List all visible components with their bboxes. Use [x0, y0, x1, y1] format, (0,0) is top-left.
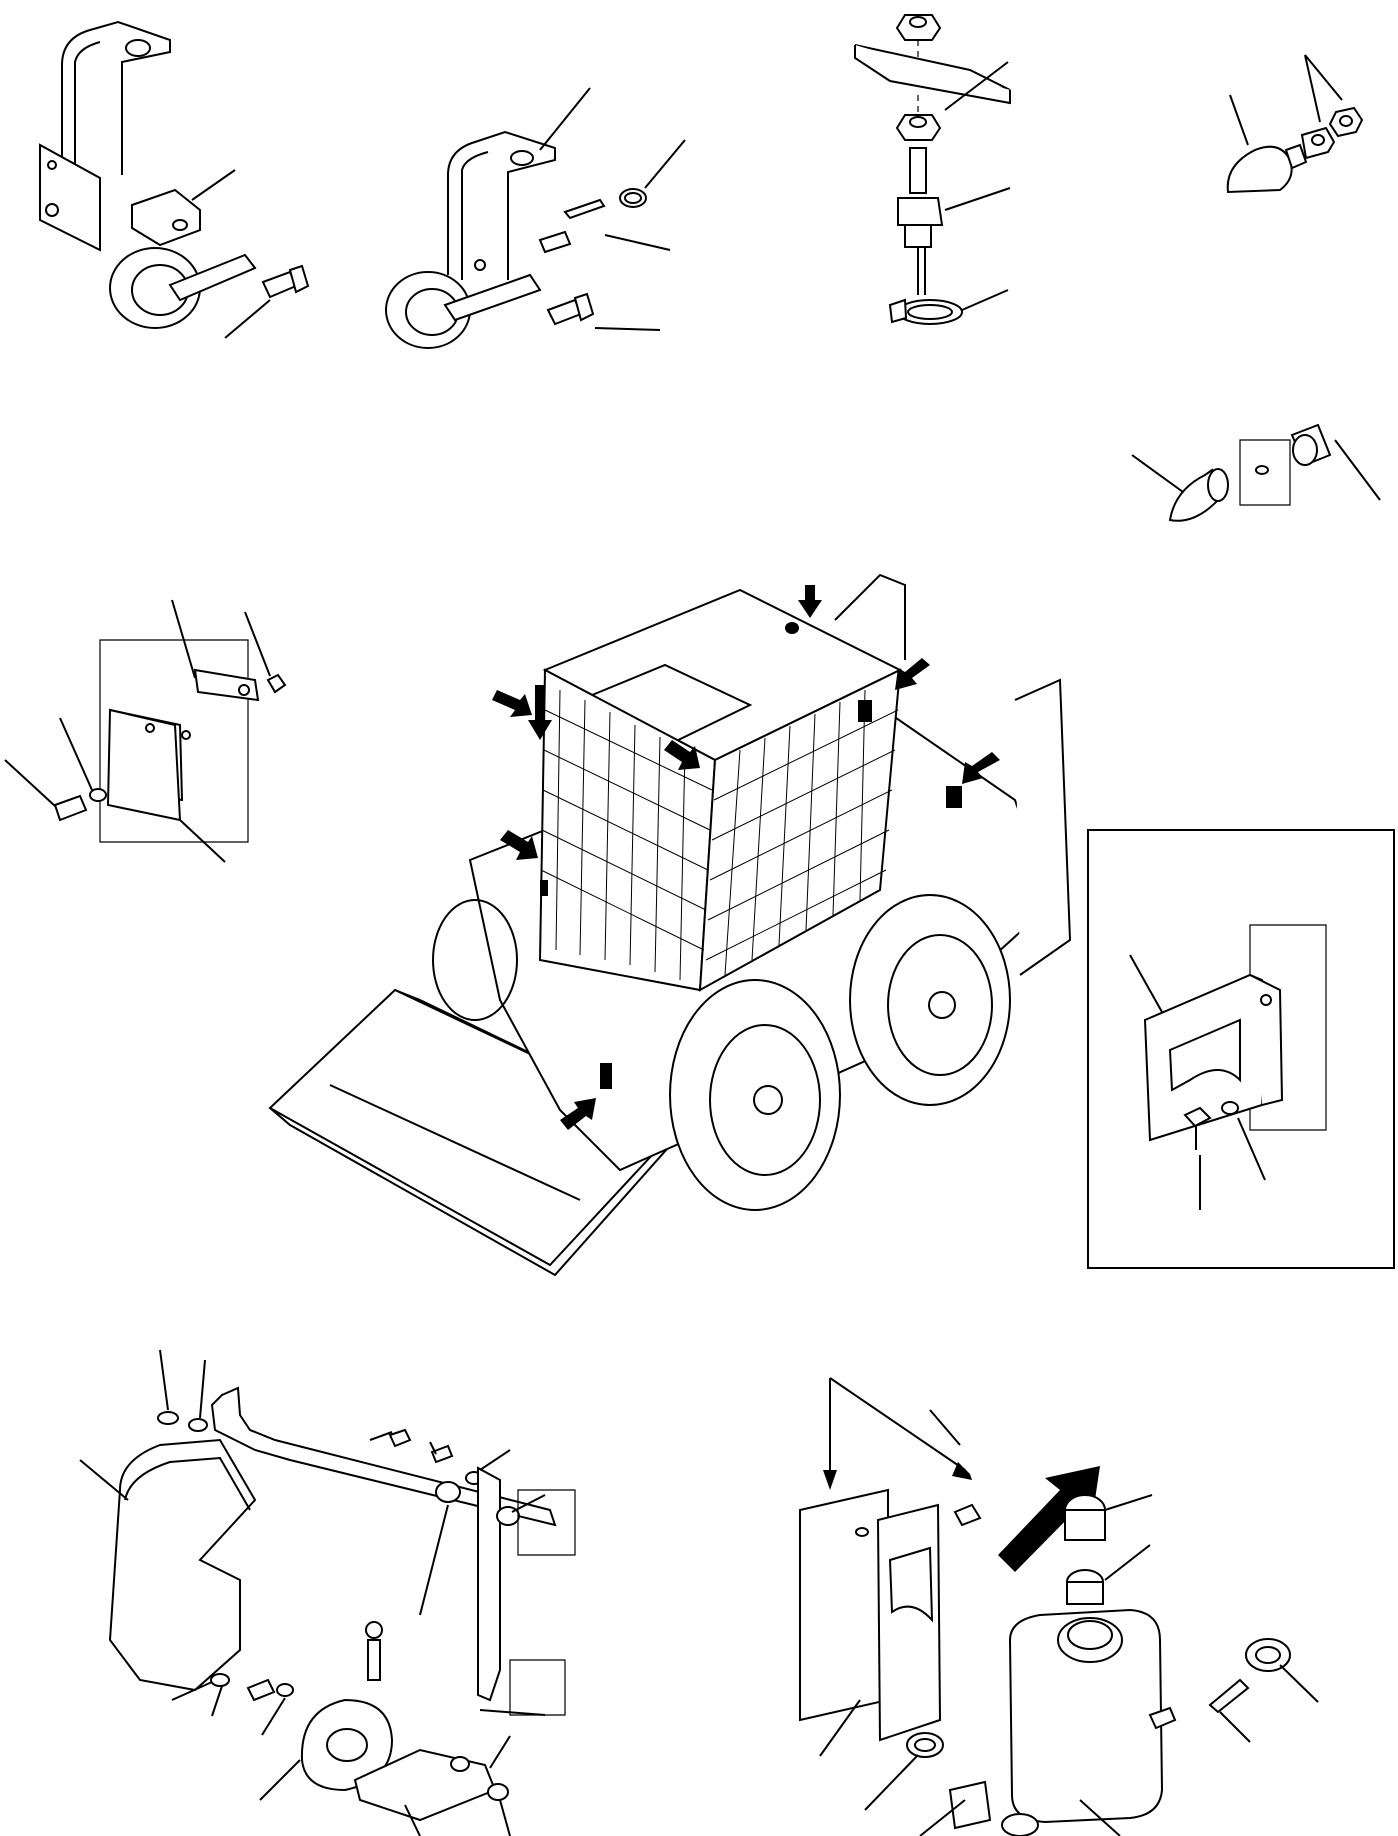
horn-bracket-right — [385, 87, 686, 349]
cab-screen-left — [540, 689, 713, 981]
cone-cap — [1226, 54, 1364, 194]
grommet-plug — [1131, 423, 1381, 522]
marker-arrow — [528, 685, 552, 740]
plate-mount — [4, 599, 287, 863]
washer-tank-assembly — [799, 1377, 1319, 1836]
beacon-cover-assembly — [79, 1349, 576, 1836]
horn-bracket-left — [39, 20, 310, 339]
machine-overview — [268, 573, 1072, 1277]
marker-arrow — [798, 585, 822, 618]
marker-arrow — [500, 830, 538, 860]
pipe-fitting — [854, 14, 1011, 325]
marker-arrow — [962, 752, 1000, 784]
marker-arrow — [895, 658, 930, 690]
bracket-inset — [1087, 829, 1395, 1269]
marker-arrow — [664, 740, 700, 770]
cab-screen-right — [705, 689, 899, 976]
marker-arrow — [560, 1098, 596, 1130]
marker-arrow — [492, 690, 532, 717]
direction-arrow — [998, 1466, 1100, 1572]
